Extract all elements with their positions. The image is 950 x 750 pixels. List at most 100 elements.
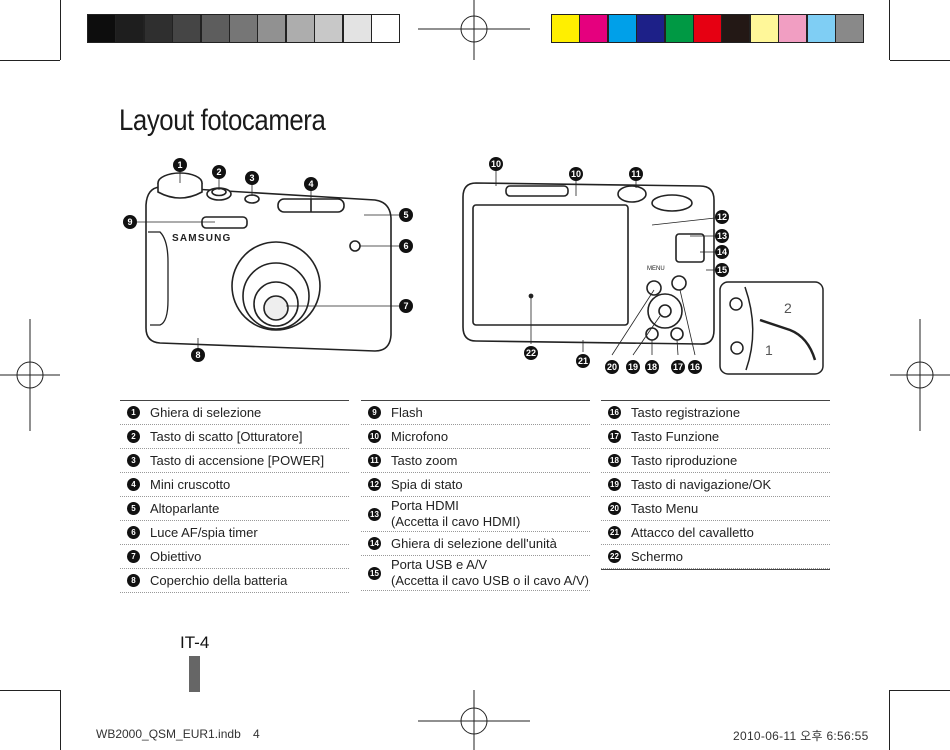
callout-17: 17 <box>671 360 685 374</box>
page-number: IT-4 <box>180 633 210 652</box>
legend-label-text: Tasto Funzione <box>631 428 720 444</box>
legend-number-badge: 4 <box>127 478 140 491</box>
function-button <box>670 327 684 341</box>
legend-label-text: Ghiera di selezione <box>150 404 262 420</box>
legend-label-text: Altoparlante <box>150 500 220 516</box>
legend-row: 18 Tasto riproduzione <box>601 449 830 473</box>
legend-label-text: Schermo <box>631 548 684 564</box>
legend-label-text: Tasto Menu <box>631 500 699 516</box>
legend-number-badge: 9 <box>368 406 381 419</box>
legend-row: 19 Tasto di navigazione/OK <box>601 473 830 497</box>
color-swatch <box>806 14 836 43</box>
legend-label-text: Microfono <box>391 428 449 444</box>
legend-label-text: Porta USB e A/V <box>391 557 488 572</box>
color-swatch <box>749 14 779 43</box>
callout-10a: 10 <box>489 157 503 171</box>
callout-1: 1 <box>173 158 187 172</box>
legend-number-badge: 16 <box>608 406 621 419</box>
legend-row: 21 Attacco del cavalletto <box>601 521 830 545</box>
legend-label: Obiettivo <box>150 549 201 565</box>
callout-12: 12 <box>715 210 729 224</box>
legend-label: Luce AF/spia timer <box>150 525 258 541</box>
legend-label: Ghiera di selezione dell'unità <box>391 536 557 552</box>
legend-number-badge: 17 <box>608 430 621 443</box>
legend-label: Microfono <box>391 429 448 445</box>
hdmi-port-cover <box>675 233 705 263</box>
legend-label-text: Luce AF/spia timer <box>150 524 258 540</box>
legend-row: 9 Flash <box>361 401 590 425</box>
legend-label-text: Tasto riproduzione <box>631 452 738 468</box>
legend-number-badge: 19 <box>608 478 621 491</box>
legend-number-badge: 5 <box>127 502 140 515</box>
brand-logo: SAMSUNG <box>172 233 232 244</box>
callout-9: 9 <box>123 215 137 229</box>
legend-label: Tasto Funzione <box>631 429 719 445</box>
callout-19: 19 <box>626 360 640 374</box>
legend-number-badge: 7 <box>127 550 140 563</box>
gray-swatch <box>371 14 400 43</box>
legend-label: Tasto di accensione [POWER] <box>150 453 324 469</box>
page-title: Layout fotocamera <box>119 104 326 137</box>
legend-number-badge: 18 <box>608 454 621 467</box>
gray-swatch <box>342 14 372 43</box>
legend-label-text: Obiettivo <box>150 548 202 564</box>
legend-label-text: Tasto zoom <box>391 452 458 468</box>
callout-11: 11 <box>629 167 643 181</box>
gray-swatch <box>285 14 315 43</box>
legend-label: Flash <box>391 405 423 421</box>
legend-row: 7 Obiettivo <box>120 545 349 569</box>
callout-20: 20 <box>605 360 619 374</box>
legend-label-text: Attacco del cavalletto <box>631 524 754 540</box>
legend-row: 17 Tasto Funzione <box>601 425 830 449</box>
color-swatch <box>551 14 580 43</box>
camera-front-view: SAMSUNG <box>145 172 392 352</box>
callout-18: 18 <box>645 360 659 374</box>
legend-label: Ghiera di selezione <box>150 405 261 421</box>
legend-number-badge: 15 <box>368 566 381 580</box>
legend-label-text: Ghiera di selezione dell'unità <box>391 535 557 551</box>
legend-label-text: Tasto di accensione [POWER] <box>150 452 325 468</box>
legend-number-badge: 20 <box>608 502 621 515</box>
footer-datetime: 2010-06-11 오후 6:56:55 <box>733 729 869 743</box>
legend-label: Porta HDMI(Accetta il cavo HDMI) <box>391 498 520 530</box>
legend-number-badge: 21 <box>608 526 621 539</box>
camera-back-view: MENU <box>462 182 715 345</box>
legend-label-text: Tasto registrazione <box>631 404 741 420</box>
legend-label: Coperchio della batteria <box>150 573 287 589</box>
callout-6: 6 <box>399 239 413 253</box>
gray-swatch <box>200 14 230 43</box>
legend-label: Tasto Menu <box>631 501 698 517</box>
footer-filename: WB2000_QSM_EUR1.indb <box>96 727 241 741</box>
legend-label: Spia di stato <box>391 477 463 493</box>
callout-13: 13 <box>715 229 729 243</box>
legend-label: Altoparlante <box>150 501 219 517</box>
strap-step-1: 1 <box>765 342 773 358</box>
callout-leaders <box>137 170 716 356</box>
legend-label-text: Tasto di navigazione/OK <box>631 476 772 492</box>
legend-row: 11 Tasto zoom <box>361 449 590 473</box>
color-swatch <box>664 14 694 43</box>
color-swatch <box>693 14 722 43</box>
flash-window <box>201 216 248 229</box>
legend-label-text: Mini cruscotto <box>150 476 231 492</box>
color-swatch <box>835 14 864 43</box>
gray-swatch <box>314 14 344 43</box>
legend-number-badge: 13 <box>368 507 381 521</box>
callout-4: 4 <box>304 177 318 191</box>
zoom-lever <box>617 185 647 203</box>
legend-number-badge: 1 <box>127 406 140 419</box>
legend-number-badge: 11 <box>368 454 381 467</box>
callout-2: 2 <box>212 165 226 179</box>
callout-8: 8 <box>191 348 205 362</box>
mode-dial-back <box>651 194 693 212</box>
legend-number-badge: 2 <box>127 430 140 443</box>
